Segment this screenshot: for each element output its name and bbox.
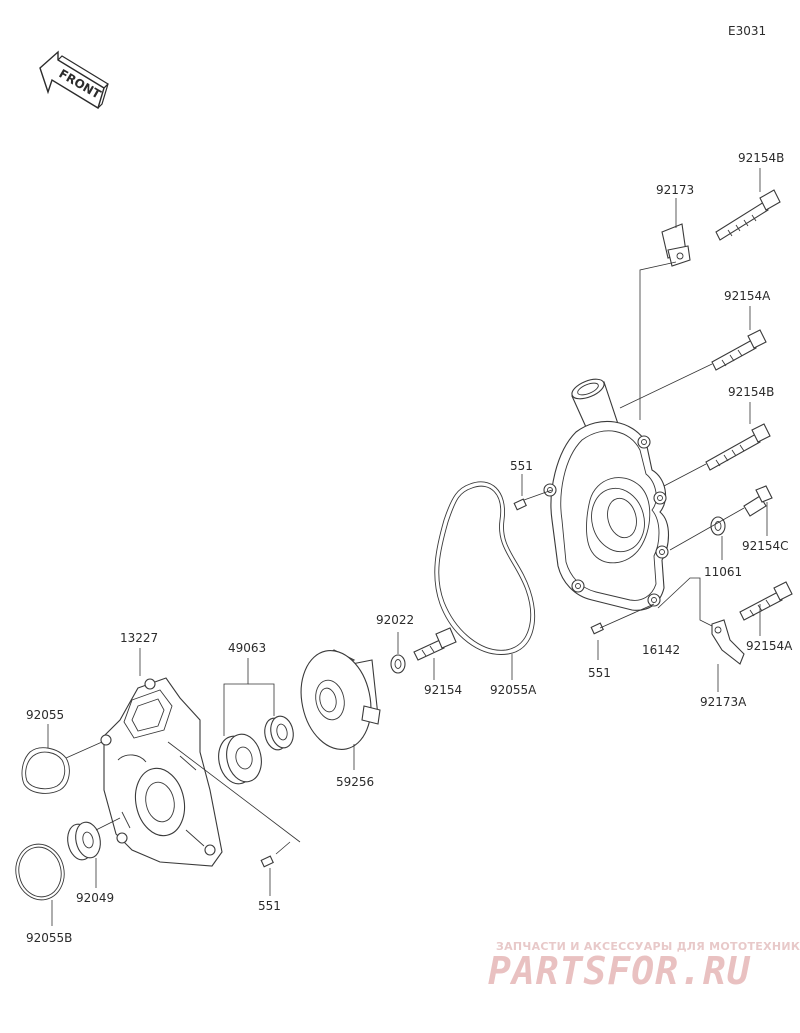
bolt-92154B-top: [715, 189, 781, 241]
impeller-59256: [300, 649, 381, 750]
label-92154C[interactable]: 92154C: [742, 539, 789, 553]
pump-cover-16142: [543, 378, 670, 611]
front-arrow-icon: FRONT: [39, 50, 109, 110]
bolt-92154A-mid: [711, 329, 767, 371]
label-11061[interactable]: 11061: [704, 565, 742, 579]
dowel-551-right: [590, 622, 604, 635]
label-92055B[interactable]: 92055B: [26, 931, 72, 945]
label-92154[interactable]: 92154: [424, 683, 462, 697]
watermark-tagline: ЗАПЧАСТИ И АКСЕССУАРЫ ДЛЯ МОТОТЕХНИКИ: [496, 940, 800, 953]
label-92154B-mid[interactable]: 92154B: [728, 385, 774, 399]
label-551-bottom[interactable]: 551: [258, 899, 281, 913]
dowel-551-bottom: [260, 855, 274, 868]
oring-92055B: [15, 843, 65, 901]
bolt-92154B-mid: [705, 423, 771, 471]
seal-49063-large: [218, 733, 262, 785]
pump-body-13227: [100, 677, 223, 867]
washer-92022: [390, 654, 406, 674]
label-92049[interactable]: 92049: [76, 891, 114, 905]
seal-49063-small: [264, 715, 294, 751]
label-551-top[interactable]: 551: [510, 459, 533, 473]
label-92055[interactable]: 92055: [26, 708, 64, 722]
leader-lines: [47, 168, 768, 926]
oring-92055A: [434, 481, 536, 655]
label-59256[interactable]: 59256: [336, 775, 374, 789]
label-92022[interactable]: 92022: [376, 613, 414, 627]
label-551-right[interactable]: 551: [588, 666, 611, 680]
diagram-code: E3031: [728, 24, 766, 38]
oring-92055: [21, 747, 70, 794]
label-92154A-bot[interactable]: 92154A: [746, 639, 793, 653]
watermark: ЗАПЧАСТИ И АКСЕССУАРЫ ДЛЯ МОТОТЕХНИКИ PA…: [488, 940, 800, 993]
bolt-92154: [413, 627, 457, 661]
bolt-92154C: [743, 485, 773, 517]
label-92173[interactable]: 92173: [656, 183, 694, 197]
label-92173A[interactable]: 92173A: [700, 695, 747, 709]
oil-seal-92049: [67, 821, 101, 861]
watermark-brand: PARTSFOR.RU: [488, 949, 751, 993]
label-92154A-top[interactable]: 92154A: [724, 289, 771, 303]
label-92055A[interactable]: 92055A: [490, 683, 537, 697]
label-13227[interactable]: 13227: [120, 631, 158, 645]
bolt-92154A-bot: [739, 581, 793, 621]
label-49063[interactable]: 49063: [228, 641, 266, 655]
clamp-92173A: [711, 619, 745, 665]
label-92154B-top[interactable]: 92154B: [738, 151, 784, 165]
dowel-551-top: [513, 498, 527, 511]
part-labels: 92154B 92173 92154A 92154B 551 92154C 11…: [26, 151, 793, 945]
washer-11061: [710, 516, 726, 536]
label-16142[interactable]: 16142: [642, 643, 680, 657]
clamp-92173: [661, 223, 691, 267]
